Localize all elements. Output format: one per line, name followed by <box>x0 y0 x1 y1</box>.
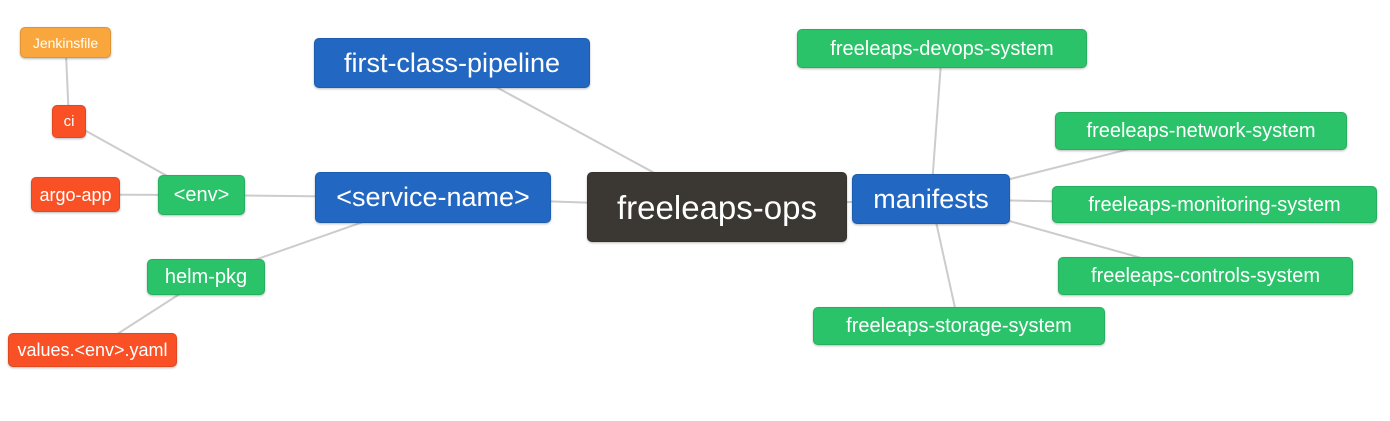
node-controls-system[interactable]: freeleaps-controls-system <box>1058 257 1353 295</box>
node-label: freeleaps-network-system <box>1086 120 1316 142</box>
node-label: freeleaps-storage-system <box>846 315 1072 337</box>
node-label: helm-pkg <box>164 266 248 288</box>
node-label: freeleaps-monitoring-system <box>1088 193 1341 216</box>
node-first-class-pipeline[interactable]: first-class-pipeline <box>314 38 590 88</box>
edge-manifests-devops-system <box>930 48 943 200</box>
node-network-system[interactable]: freeleaps-network-system <box>1055 112 1347 150</box>
node-env[interactable]: <env> <box>158 175 245 215</box>
node-label: freeleaps-ops <box>617 188 817 226</box>
node-argo-app[interactable]: argo-app <box>31 177 120 212</box>
node-root[interactable]: freeleaps-ops <box>587 172 847 242</box>
node-label: ci <box>63 113 75 130</box>
node-ci[interactable]: ci <box>52 105 86 138</box>
node-label: freeleaps-controls-system <box>1091 265 1320 287</box>
node-manifests[interactable]: manifests <box>852 174 1010 224</box>
node-devops-system[interactable]: freeleaps-devops-system <box>797 29 1087 68</box>
node-label: freeleaps-devops-system <box>830 37 1054 60</box>
node-monitoring-system[interactable]: freeleaps-monitoring-system <box>1052 186 1377 223</box>
node-values-env-yaml[interactable]: values.<env>.yaml <box>8 333 177 367</box>
node-storage-system[interactable]: freeleaps-storage-system <box>813 307 1105 345</box>
node-helm-pkg[interactable]: helm-pkg <box>147 259 265 295</box>
node-label: Jenkinsfile <box>32 34 99 51</box>
node-jenkinsfile[interactable]: Jenkinsfile <box>20 27 111 58</box>
node-label: <env> <box>173 184 230 206</box>
node-label: first-class-pipeline <box>343 47 561 78</box>
node-label: argo-app <box>39 184 112 205</box>
node-label: values.<env>.yaml <box>17 340 168 360</box>
node-service-name[interactable]: <service-name> <box>315 172 551 223</box>
node-label: manifests <box>873 183 989 214</box>
node-label: <service-name> <box>336 182 530 212</box>
